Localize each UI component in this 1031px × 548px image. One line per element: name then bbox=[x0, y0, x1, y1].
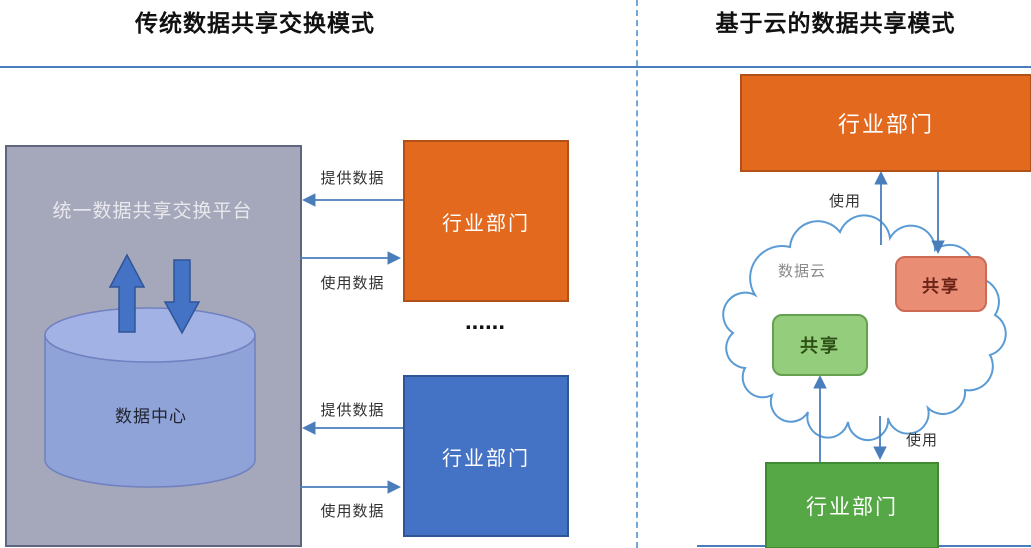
left-panel-title: 传统数据共享交换模式 bbox=[135, 10, 375, 36]
use-label-bottom-right: 使用 bbox=[905, 432, 938, 449]
share-box-upper-label: 共享 bbox=[922, 276, 960, 296]
use-data-label-bottom: 使用数据 bbox=[320, 503, 385, 520]
use-label-top-right: 使用 bbox=[828, 193, 861, 210]
dept-box-bottom-left: 行业部门 bbox=[403, 375, 569, 537]
dept-box-top-right: 行业部门 bbox=[740, 74, 1031, 172]
share-box-lower-label: 共享 bbox=[800, 336, 840, 356]
data-center-label: 数据中心 bbox=[115, 407, 187, 426]
dept-box-bottom-right-label: 行业部门 bbox=[806, 495, 898, 519]
share-box-upper: 共享 bbox=[895, 256, 987, 312]
dept-box-top-left-label: 行业部门 bbox=[442, 212, 530, 235]
data-cloud-label: 数据云 bbox=[777, 263, 826, 280]
dept-box-top-left: 行业部门 bbox=[403, 140, 569, 302]
platform-label: 统一数据共享交换平台 bbox=[52, 201, 253, 222]
provide-data-label-bottom: 提供数据 bbox=[320, 402, 385, 419]
dept-box-top-right-label: 行业部门 bbox=[837, 112, 934, 137]
title-underline bbox=[0, 66, 1031, 68]
right-panel-title: 基于云的数据共享模式 bbox=[715, 10, 956, 36]
provide-data-label-top: 提供数据 bbox=[320, 170, 385, 187]
panel-divider bbox=[636, 0, 638, 548]
more-departments-ellipsis: ...... bbox=[464, 308, 505, 335]
dept-box-bottom-left-label: 行业部门 bbox=[442, 447, 530, 470]
dept-box-bottom-right: 行业部门 bbox=[765, 462, 939, 548]
share-box-lower: 共享 bbox=[772, 314, 868, 376]
use-data-label-top: 使用数据 bbox=[320, 275, 385, 292]
